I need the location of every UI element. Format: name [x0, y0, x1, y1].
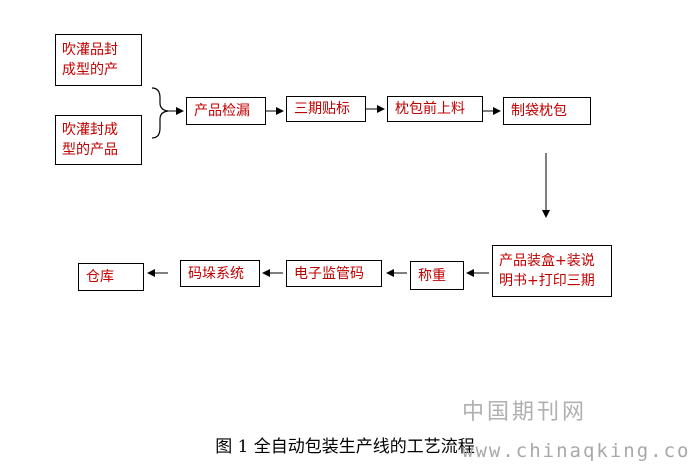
- grouping-brace: [151, 87, 169, 139]
- node-stacking: 码垛系统: [180, 260, 260, 287]
- node-pillow-feed: 枕包前上料: [387, 96, 483, 122]
- watermark-url: www.chinaqking.com: [462, 440, 690, 462]
- node-leak-check: 产品检漏: [186, 97, 266, 125]
- node-weigh-label: 称重: [418, 267, 446, 284]
- node-label-3period-label: 三期贴标: [294, 101, 350, 117]
- node-input-b-label: 吹灌封成 型的产品: [62, 122, 118, 158]
- node-warehouse-label: 仓库: [86, 269, 114, 285]
- watermark-site-name: 中国期刊网: [462, 400, 588, 425]
- node-warehouse: 仓库: [78, 263, 144, 291]
- node-weigh: 称重: [410, 261, 464, 290]
- node-leak-check-label: 产品检漏: [194, 103, 250, 119]
- node-boxing: 产品装盒+装说 明书+打印三期: [492, 245, 612, 297]
- node-boxing-label: 产品装盒+装说 明书+打印三期: [499, 253, 595, 289]
- node-bag-pack-label: 制袋枕包: [511, 103, 567, 119]
- node-bag-pack: 制袋枕包: [503, 97, 591, 125]
- node-input-a-label: 吹灌品封 成型的产: [62, 42, 118, 78]
- node-e-code: 电子监管码: [286, 260, 382, 287]
- node-input-b: 吹灌封成 型的产品: [55, 115, 142, 165]
- figure-caption: 图 1 全自动包装生产线的工艺流程: [215, 437, 475, 457]
- node-stacking-label: 码垛系统: [188, 265, 244, 282]
- node-label-3period: 三期贴标: [286, 96, 366, 122]
- node-pillow-feed-label: 枕包前上料: [395, 101, 465, 117]
- node-input-a: 吹灌品封 成型的产: [55, 34, 142, 86]
- node-e-code-label: 电子监管码: [294, 265, 364, 282]
